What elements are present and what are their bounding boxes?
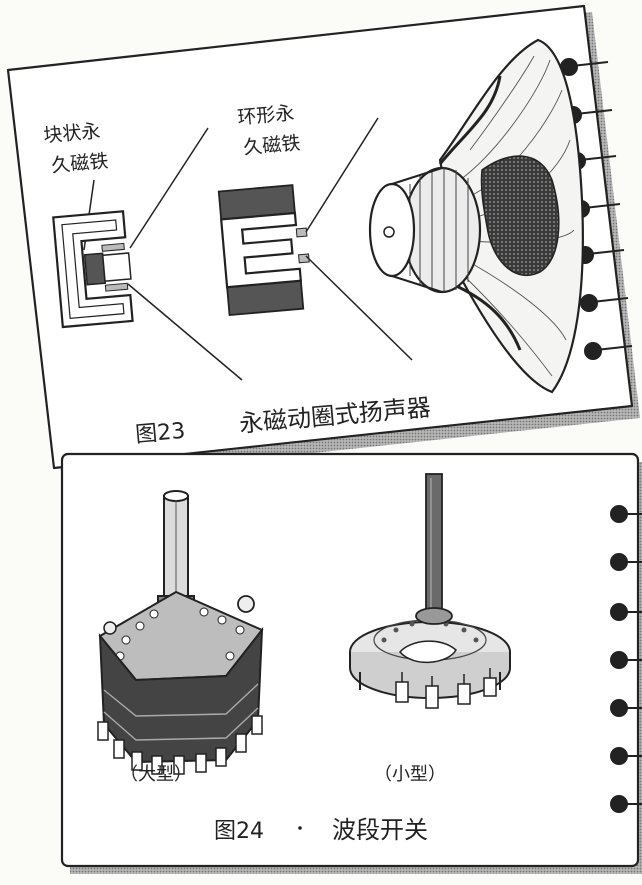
block-cone-leader-upper xyxy=(129,127,209,249)
speaker-frame-arm-bottom xyxy=(451,282,522,351)
figure-24-number: 图24 xyxy=(214,819,264,844)
block-magnet-assembly xyxy=(52,210,134,329)
ring-magnet-label-line1: 环形永 xyxy=(237,102,296,129)
figure-24-caption: 波段开关 xyxy=(332,816,428,844)
pole-piece xyxy=(101,252,132,282)
binder-hole xyxy=(610,651,628,669)
voice-coil-bottom xyxy=(104,282,129,292)
binder-holes-bottom xyxy=(610,505,642,813)
small-switch-shaft xyxy=(425,473,443,615)
block-cone-leader-lower xyxy=(127,283,243,381)
binder-hole xyxy=(580,294,598,312)
binder-hole xyxy=(584,342,602,360)
small-switch-hub xyxy=(415,607,453,625)
large-switch-shaft-tip xyxy=(163,490,189,502)
binder-hole xyxy=(610,603,628,621)
small-switch-terminals xyxy=(395,677,497,709)
large-switch-screw xyxy=(237,595,255,613)
ring-cone-leader-upper xyxy=(305,117,379,233)
binder-ring xyxy=(575,109,613,115)
loudspeaker-illustration xyxy=(368,38,584,394)
speaker-magnet-front-face xyxy=(368,182,416,278)
binder-ring xyxy=(579,155,617,161)
yoke-inner-outline xyxy=(61,219,125,320)
block-magnet-label-line1: 块状永 xyxy=(43,120,102,147)
speaker-cone-interior xyxy=(480,155,560,277)
block-magnet xyxy=(83,252,106,286)
speaker-magnet-edges xyxy=(391,167,443,293)
voice-coil-top xyxy=(101,242,125,252)
speaker-pole-center xyxy=(383,226,395,238)
binder-ring xyxy=(595,345,633,351)
binder-hole xyxy=(610,795,628,813)
large-switch-terminals xyxy=(97,715,263,775)
small-switch-legs xyxy=(359,672,501,690)
small-switch-label: （小型） xyxy=(374,764,446,785)
binder-hole xyxy=(610,553,628,571)
small-switch-contact-dots xyxy=(381,621,479,643)
large-band-switch xyxy=(97,490,264,775)
large-switch-wafers xyxy=(103,683,259,741)
binder-ring xyxy=(571,61,609,67)
binder-hole xyxy=(610,505,628,523)
small-band-switch xyxy=(349,473,511,709)
ring-magnet-assembly xyxy=(217,184,310,317)
binder-ring xyxy=(587,249,625,255)
block-magnet-label-line2: 久磁铁 xyxy=(51,150,110,177)
binder-ring xyxy=(583,203,621,209)
caption-separator-dot xyxy=(298,826,302,830)
speaker-frame-arm-top xyxy=(438,75,502,165)
binder-hole xyxy=(610,747,628,765)
large-switch-label: （大型） xyxy=(120,764,192,785)
small-switch-rotor xyxy=(399,640,457,664)
ring-magnet-label-line2: 久磁铁 xyxy=(243,132,302,159)
small-switch-terminal-pins xyxy=(401,668,491,686)
binder-hole xyxy=(610,699,628,717)
iron-yoke-e xyxy=(219,211,303,289)
speaker-magnet-body xyxy=(402,166,482,294)
large-switch-screw xyxy=(103,621,117,635)
ring-voice-coil-top xyxy=(295,227,308,238)
ring-cone-leader-lower xyxy=(305,255,413,361)
figure-23-number: 图23 xyxy=(134,419,186,448)
binder-ring xyxy=(591,297,629,303)
